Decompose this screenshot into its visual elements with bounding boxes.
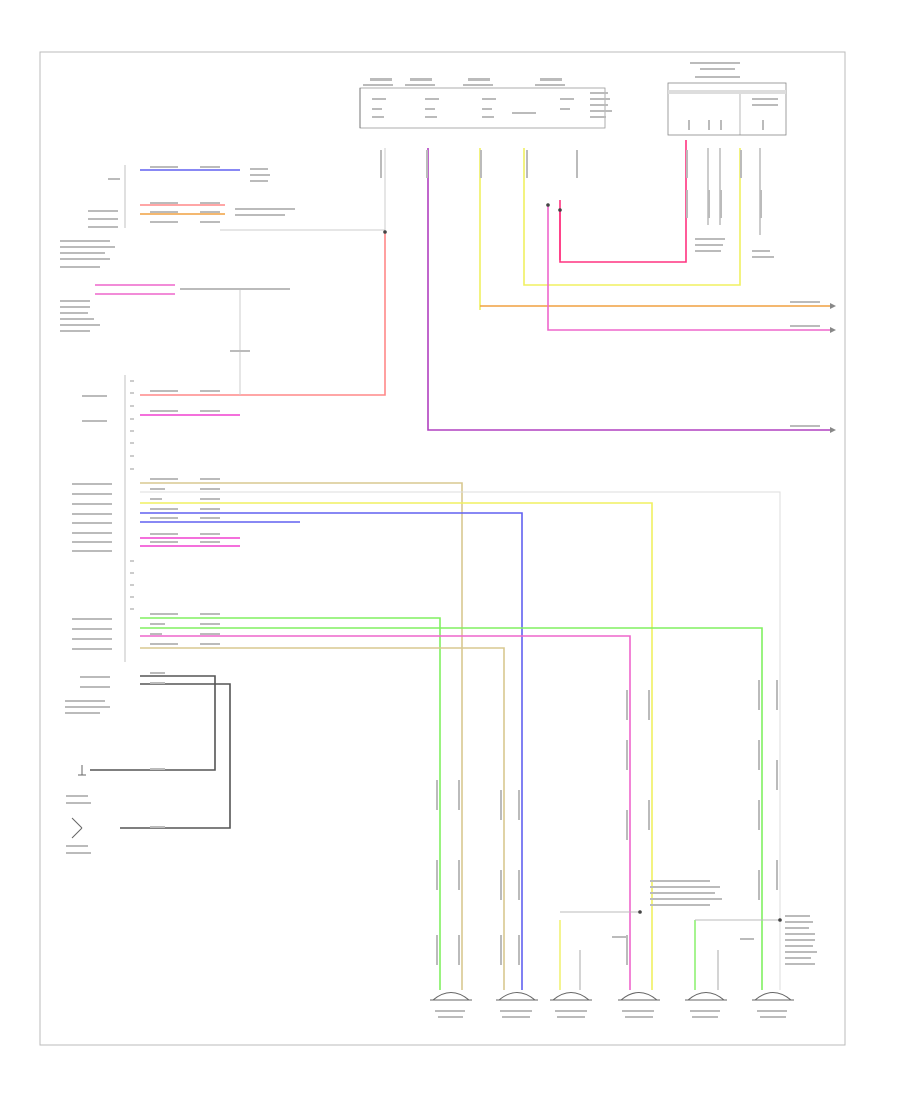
speakers xyxy=(430,992,794,1001)
wire-pink-right xyxy=(547,205,830,331)
wire-gray-fuse xyxy=(220,148,386,231)
wire-black-1 xyxy=(90,675,216,771)
connector-mid-left xyxy=(60,288,290,352)
wire-red-batt xyxy=(140,232,386,396)
main-connector xyxy=(65,375,220,714)
wire-pink-2 xyxy=(140,635,631,990)
wire-yellow-2 xyxy=(523,148,741,286)
wire-green-1 xyxy=(140,617,441,990)
wire-green-2 xyxy=(140,627,763,990)
wire-black-2 xyxy=(120,683,231,829)
connector-arrow xyxy=(830,303,836,309)
connector-top-left xyxy=(60,165,295,268)
splice-dot xyxy=(558,208,562,212)
splice-dot xyxy=(546,203,550,207)
wire-blue-1 xyxy=(140,512,523,990)
ground-symbol xyxy=(71,817,83,839)
splice-dot xyxy=(778,918,782,922)
speaker-symbol xyxy=(685,992,727,1001)
ground-symbols xyxy=(71,765,86,839)
ground-symbol xyxy=(78,765,86,776)
wire-hotpink xyxy=(559,140,687,263)
speaker-symbol xyxy=(550,992,592,1001)
module-top-right xyxy=(667,62,787,136)
speaker-symbol xyxy=(752,992,794,1001)
wire-tan-1 xyxy=(140,482,463,990)
splice-dots xyxy=(383,203,782,922)
wire-yellow-3 xyxy=(140,502,653,990)
wire-tan-2 xyxy=(140,647,505,990)
splice-dot xyxy=(638,910,642,914)
fuse-box-top xyxy=(359,78,612,129)
wire-gray-1 xyxy=(140,491,781,990)
connector-arrow xyxy=(830,327,836,333)
speaker-symbol xyxy=(496,992,538,1001)
speaker-symbol xyxy=(618,992,660,1001)
right-edge-connectors xyxy=(830,303,836,433)
connector-arrow xyxy=(830,427,836,433)
wire-purple xyxy=(427,148,830,431)
diagram-border xyxy=(39,51,846,1046)
speaker-symbol xyxy=(430,992,472,1001)
splice-dot xyxy=(383,230,387,234)
wire-set xyxy=(90,140,830,990)
